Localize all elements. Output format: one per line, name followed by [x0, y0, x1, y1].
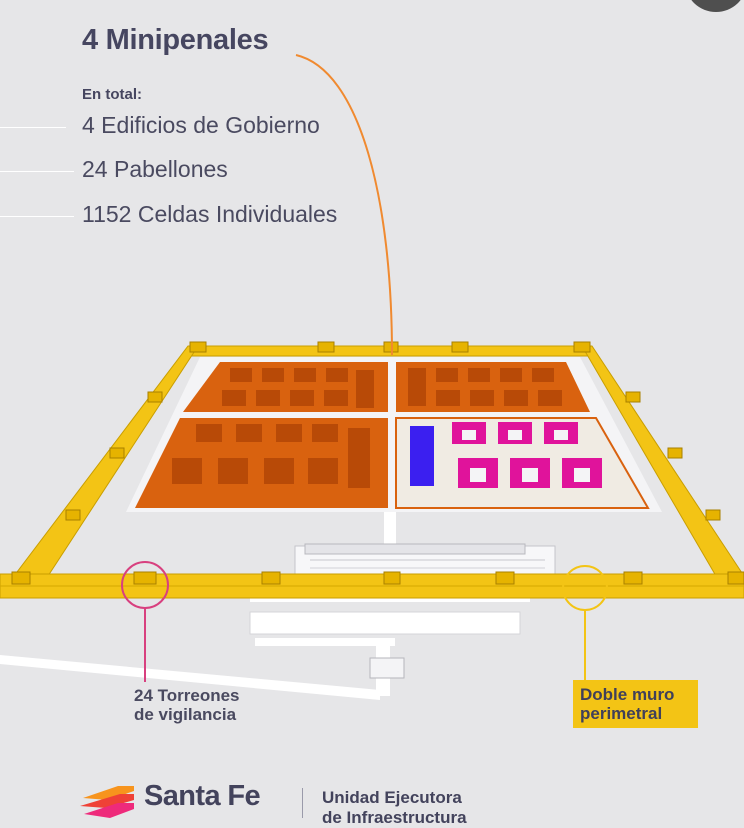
stat-leader-line: [0, 127, 66, 128]
unit-name: Unidad Ejecutora de Infraestructura: [322, 788, 467, 828]
total-label: En total:: [82, 86, 142, 103]
stat-individual-cells: 1152 Celdas Individuales: [82, 201, 338, 227]
stat-pavilions: 24 Pabellones: [82, 156, 228, 182]
wall-callout-box: Doble muro perimetral: [573, 680, 698, 728]
stat-leader-line: [0, 216, 74, 217]
footer-divider: [302, 788, 303, 818]
pavilion-courtyards: [462, 430, 590, 482]
santa-fe-logo-icon: [80, 786, 134, 818]
access-roads: [0, 505, 530, 700]
towers-callout-line-1: 24 Torreones: [134, 686, 240, 705]
main-title: 4 Minipenales: [82, 24, 269, 56]
minipenales-leader-line: [295, 54, 393, 356]
stat-government-buildings: 4 Edificios de Gobierno: [82, 112, 320, 138]
wall-callout-line-1: Doble muro: [580, 685, 675, 704]
government-building: [410, 426, 434, 486]
unit-name-line-1: Unidad Ejecutora: [322, 788, 462, 807]
towers-callout: 24 Torreones de vigilancia: [134, 686, 240, 724]
wall-callout-line-2: perimetral: [580, 704, 663, 723]
entrance-building: [294, 543, 556, 577]
wall-callout: Doble muro perimetral: [580, 685, 674, 723]
brand-name: Santa Fe: [144, 780, 261, 812]
stat-leader-line: [0, 171, 74, 172]
perimeter-wall: [0, 345, 744, 599]
cell-block-buildings: [172, 368, 562, 488]
towers-callout-line-2: de vigilancia: [134, 705, 237, 724]
unit-name-line-2: de Infraestructura: [322, 808, 467, 827]
